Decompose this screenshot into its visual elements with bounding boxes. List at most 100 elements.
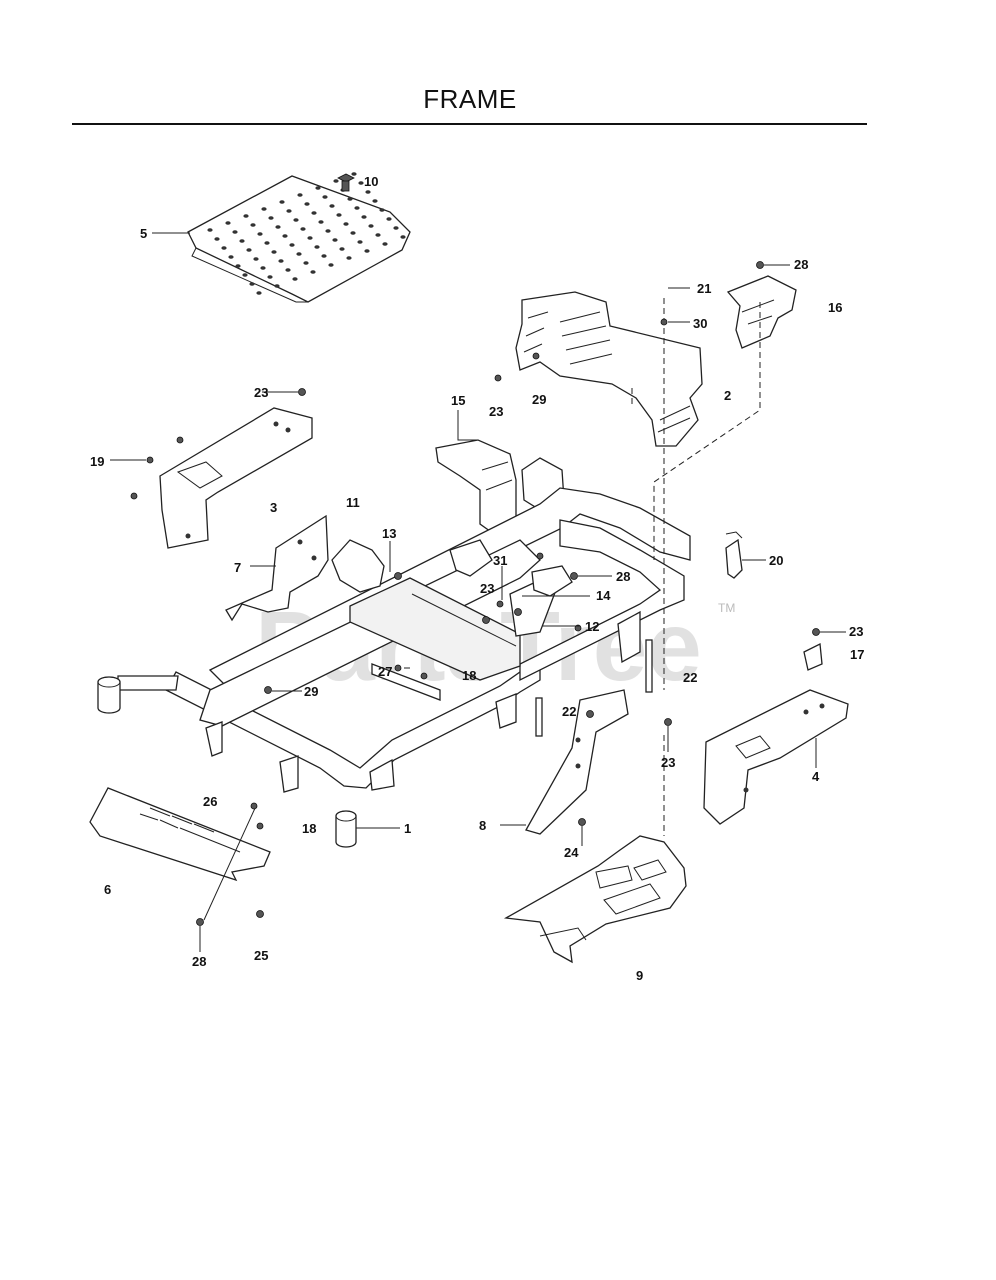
callout-23[interactable]: 23 xyxy=(254,385,268,400)
callout-10[interactable]: 10 xyxy=(364,174,378,189)
pan-hole xyxy=(318,220,324,224)
part-9-deck-plate[interactable] xyxy=(503,835,687,964)
callout-labels: 10 5 28 21 30 16 23 29 2 15 23 19 3 11 1… xyxy=(90,174,864,983)
callout-15[interactable]: 15 xyxy=(451,393,465,408)
pan-hole xyxy=(282,234,288,238)
callout-24[interactable]: 24 xyxy=(564,845,579,860)
pan-hole xyxy=(315,186,321,190)
pan-hole xyxy=(207,228,213,232)
pan-hole xyxy=(357,240,363,244)
callout-6[interactable]: 6 xyxy=(104,882,111,897)
callout-7[interactable]: 7 xyxy=(234,560,241,575)
callout-31[interactable]: 31 xyxy=(493,553,507,568)
callout-3[interactable]: 3 xyxy=(270,500,277,515)
callout-19[interactable]: 19 xyxy=(90,454,104,469)
pan-hole xyxy=(375,233,381,237)
part-4-right-panel[interactable] xyxy=(703,689,849,825)
callout-25[interactable]: 25 xyxy=(254,948,268,963)
pan-hole xyxy=(253,257,259,261)
part-6-foot-plate[interactable] xyxy=(89,787,271,921)
callout-1[interactable]: 1 xyxy=(404,821,411,836)
callout-5[interactable]: 5 xyxy=(140,226,147,241)
callout-21[interactable]: 21 xyxy=(697,281,711,296)
pan-hole xyxy=(271,250,277,254)
part-8-side-plate[interactable] xyxy=(525,689,629,835)
pan-hole xyxy=(214,237,220,241)
pan-hole xyxy=(249,282,255,286)
callout-27[interactable]: 27 xyxy=(378,664,392,679)
pan-hole xyxy=(246,248,252,252)
page-title: FRAME xyxy=(423,84,517,114)
callout-28[interactable]: 28 xyxy=(192,954,206,969)
callout-17[interactable]: 17 xyxy=(850,647,864,662)
pan-hole xyxy=(336,213,342,217)
callout-23[interactable]: 23 xyxy=(480,581,494,596)
part-10-fastener[interactable] xyxy=(337,173,355,192)
callout-23[interactable]: 23 xyxy=(661,755,675,770)
leader-lines xyxy=(110,232,846,952)
part-15-center-bracket[interactable] xyxy=(435,439,517,535)
callout-23[interactable]: 23 xyxy=(489,404,503,419)
callout-30[interactable]: 30 xyxy=(693,316,707,331)
pan-hole xyxy=(339,247,345,251)
callout-11[interactable]: 11 xyxy=(346,495,360,510)
pan-hole xyxy=(328,263,334,267)
pan-hole xyxy=(228,255,234,259)
pan-hole xyxy=(350,231,356,235)
pan-hole xyxy=(256,291,262,295)
part-7-seat-plate[interactable] xyxy=(225,514,329,622)
watermark-tm: TM xyxy=(718,601,735,615)
callout-26[interactable]: 26 xyxy=(203,794,217,809)
pan-hole xyxy=(304,202,310,206)
pan-hole xyxy=(347,197,353,201)
part-3-left-panel[interactable] xyxy=(159,407,313,549)
callout-18[interactable]: 18 xyxy=(302,821,316,836)
pan-hole xyxy=(268,216,274,220)
callout-4[interactable]: 4 xyxy=(812,769,820,784)
callout-16[interactable]: 16 xyxy=(828,300,842,315)
part-5-floor-pan[interactable] xyxy=(187,172,411,303)
part-17-small-bracket[interactable] xyxy=(803,642,823,671)
callout-23[interactable]: 23 xyxy=(849,624,863,639)
callout-18[interactable]: 18 xyxy=(462,668,476,683)
callout-2[interactable]: 2 xyxy=(724,388,731,403)
pan-hole xyxy=(393,226,399,230)
callout-13[interactable]: 13 xyxy=(382,526,396,541)
pan-hole xyxy=(382,242,388,246)
callout-9[interactable]: 9 xyxy=(636,968,643,983)
callout-28[interactable]: 28 xyxy=(616,569,630,584)
pan-hole xyxy=(260,266,266,270)
pan-hole xyxy=(279,200,285,204)
pan-hole xyxy=(351,172,357,176)
callout-28[interactable]: 28 xyxy=(794,257,808,272)
pan-hole xyxy=(274,284,280,288)
callout-12[interactable]: 12 xyxy=(585,619,599,634)
part-1-main-frame[interactable] xyxy=(97,487,691,848)
pan-hole xyxy=(285,268,291,272)
pan-hole xyxy=(232,230,238,234)
callout-8[interactable]: 8 xyxy=(479,818,486,833)
pan-hole xyxy=(250,223,256,227)
pan-hole xyxy=(364,249,370,253)
part-2-rear-shroud[interactable] xyxy=(515,291,703,447)
pan-hole xyxy=(332,238,338,242)
callout-29[interactable]: 29 xyxy=(304,684,318,699)
callout-22[interactable]: 22 xyxy=(683,670,697,685)
pan-hole xyxy=(286,209,292,213)
alignment-lines xyxy=(631,298,761,836)
pan-hole xyxy=(292,277,298,281)
pan-hole xyxy=(225,221,231,225)
title-rule xyxy=(72,123,867,125)
callout-29[interactable]: 29 xyxy=(532,392,546,407)
part-16-bracket[interactable] xyxy=(726,275,797,349)
pan-hole xyxy=(221,246,227,250)
part-20-clip[interactable] xyxy=(725,531,743,579)
callout-22[interactable]: 22 xyxy=(562,704,576,719)
callout-20[interactable]: 20 xyxy=(769,553,783,568)
pan-hole xyxy=(346,256,352,260)
pan-hole xyxy=(278,259,284,263)
pan-hole xyxy=(303,261,309,265)
pan-hole xyxy=(261,207,267,211)
pan-hole xyxy=(293,218,299,222)
callout-14[interactable]: 14 xyxy=(596,588,611,603)
